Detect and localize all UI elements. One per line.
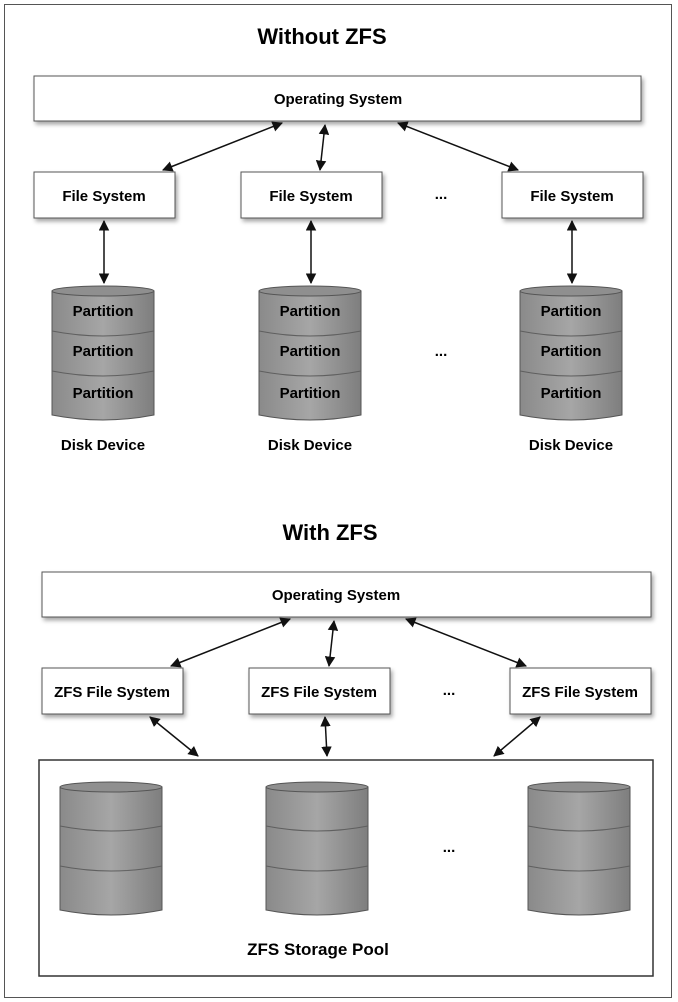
zfs-file-system-label-3: ZFS File System [522, 684, 638, 701]
with-zfs-title: With ZFS [282, 520, 377, 545]
arrow-os-zfs-3 [405, 617, 527, 668]
zfs-storage-pool-label: ZFS Storage Pool [247, 940, 389, 959]
os-label-top: Operating System [274, 91, 402, 108]
file-system-label-3: File System [530, 188, 613, 205]
partition-label-3a: Partition [541, 303, 602, 320]
file-system-box-1: File System [33, 171, 176, 219]
partition-label-3c: Partition [541, 385, 602, 402]
disk-device-label-2: Disk Device [268, 437, 352, 454]
arrow-os-fs-1 [162, 121, 283, 172]
partition-label-1a: Partition [73, 303, 134, 320]
partition-label-3b: Partition [541, 343, 602, 360]
zfs-file-system-box-3: ZFS File System [509, 667, 652, 715]
ellipsis-disks-top: ... [435, 343, 448, 360]
disk-device-3: Partition Partition Partition [519, 285, 623, 421]
zfs-file-system-box-1: ZFS File System [41, 667, 184, 715]
partition-label-1b: Partition [73, 343, 134, 360]
disk-device-label-1: Disk Device [61, 437, 145, 454]
without-zfs-title: Without ZFS [257, 24, 386, 49]
ellipsis-zfs-fs: ... [443, 682, 456, 699]
disk-device-1: Partition Partition Partition [51, 285, 155, 421]
arrow-os-zfs-1 [170, 617, 291, 668]
arrow-os-fs-2 [315, 123, 330, 172]
os-box-top: Operating System [33, 75, 642, 122]
zfs-storage-pool: ... ZFS Storage Pool [38, 759, 654, 977]
file-system-box-2: File System [240, 171, 383, 219]
pool-disk-2 [265, 781, 369, 916]
zfs-file-system-label-2: ZFS File System [261, 684, 377, 701]
partition-label-1c: Partition [73, 385, 134, 402]
arrow-zfs-pool-3 [493, 716, 541, 757]
ellipsis-pool-disks: ... [443, 839, 456, 856]
disk-device-2: Partition Partition Partition [258, 285, 362, 421]
zfs-file-system-label-1: ZFS File System [54, 684, 170, 701]
file-system-box-3: File System [501, 171, 644, 219]
file-system-label-2: File System [269, 188, 352, 205]
partition-label-2b: Partition [280, 343, 341, 360]
pool-disk-3 [527, 781, 631, 916]
arrow-zfs-pool-1 [149, 716, 199, 757]
partition-label-2a: Partition [280, 303, 341, 320]
arrow-zfs-pool-2 [320, 715, 332, 758]
ellipsis-fs-top: ... [435, 186, 448, 203]
partition-label-2c: Partition [280, 385, 341, 402]
zfs-file-system-box-2: ZFS File System [248, 667, 391, 715]
pool-disk-1 [59, 781, 163, 916]
arrow-os-fs-3 [397, 121, 519, 172]
disk-device-label-3: Disk Device [529, 437, 613, 454]
arrow-os-zfs-2 [324, 619, 339, 668]
file-system-label-1: File System [62, 188, 145, 205]
os-label-bottom: Operating System [272, 587, 400, 604]
os-box-bottom: Operating System [41, 571, 652, 618]
